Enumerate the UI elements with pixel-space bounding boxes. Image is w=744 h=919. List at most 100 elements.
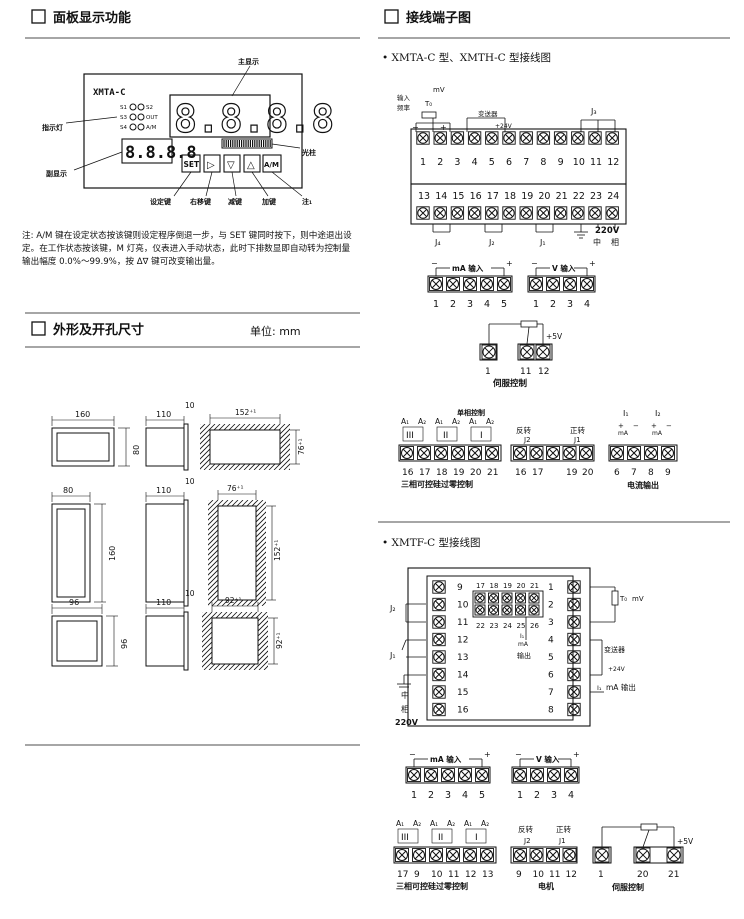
scr-a-label: A₂ [418, 417, 426, 426]
xmtf-right-term: 5 [548, 653, 554, 663]
terminal-screw-icon [432, 615, 446, 629]
terminal-screw-icon [513, 848, 527, 862]
terminal-screw-icon [567, 685, 581, 699]
terminal-screw-icon [588, 131, 602, 145]
input-terminal-number: 3 [567, 299, 573, 310]
scr-a-label: A₁ [435, 417, 443, 426]
label-transmitter: 变送器 [478, 109, 498, 118]
terminal-screw-icon [535, 344, 551, 360]
scr-terminal-number: 17 [397, 870, 408, 880]
terminal-number-top: 4 [472, 157, 478, 168]
terminal-screw-icon [644, 446, 658, 460]
terminal-screw-icon [412, 848, 426, 862]
main-display-digits: 8.8.8.8 [174, 97, 334, 141]
scr-a-label: A₂ [486, 417, 494, 426]
terminal-screw-icon [416, 206, 430, 220]
label-set-key: 设定键 [150, 197, 171, 206]
sign-minus: − [531, 259, 538, 268]
input-terminal-number: 4 [568, 790, 574, 801]
ind-s1: S1 [120, 105, 127, 111]
sign-minus: − [633, 422, 639, 430]
dim-thickness: 10 [185, 589, 195, 598]
terminal-screw-icon [594, 847, 610, 863]
terminal-screw-icon [571, 131, 585, 145]
terminal-screw-icon [536, 131, 551, 145]
scr-terminal-number: 18 [436, 468, 448, 478]
label-j1: J₁ [539, 238, 546, 247]
input-terminal-number: 2 [550, 299, 556, 310]
scr-terminal-number: 13 [482, 870, 493, 880]
xmtf-motor-term: 9 [516, 870, 522, 880]
terminal-screw-icon [497, 277, 511, 291]
terminal-screw-icon [474, 592, 486, 604]
terminal-screw-icon [635, 847, 651, 863]
terminal-number-bottom: 23 [590, 191, 602, 202]
terminal-screw-icon [513, 768, 527, 782]
scr-terminal-number: 21 [487, 468, 498, 478]
scr-terminal-number: 16 [402, 468, 414, 478]
terminal-screw-icon [481, 344, 497, 360]
terminal-number-top: 12 [607, 157, 619, 168]
terminal-screw-icon [450, 206, 465, 220]
motor-term: 17 [532, 468, 543, 478]
terminal-screw-icon [530, 768, 544, 782]
section-title-panel: 面板显示功能 [53, 10, 131, 26]
terminal-number-top: 10 [573, 157, 585, 168]
terminal-screw-icon [433, 206, 447, 220]
ind-s4: S4 [120, 125, 127, 131]
xmtf-i1: I₁ [597, 684, 602, 692]
xmtf-j1: J₁ [389, 651, 396, 660]
xmtf-right-term: 6 [548, 671, 554, 681]
terminal-screw-icon [485, 131, 499, 145]
terminal-screw-icon [610, 446, 624, 460]
xmtf-ma-small: mA [518, 641, 529, 648]
dim-cutout-height: 76⁺¹ [297, 438, 306, 455]
input-label: mA 输入 [430, 754, 462, 764]
dim-cutout-width: 76⁺¹ [227, 484, 244, 493]
terminal-screw-icon [519, 131, 533, 145]
terminal-screw-icon [488, 592, 499, 604]
terminal-screw-icon [564, 768, 578, 782]
checkbox-icon [31, 9, 46, 24]
xmtf-right-term: 8 [548, 706, 554, 716]
section-panel-header: 面板显示功能 [25, 9, 360, 39]
panel-diagram: XMTA-C 8.8.8.8 S1 S2 S3 OUT S4 A/M 8.8.8… [42, 57, 335, 206]
dim-front-width: 96 [69, 598, 79, 607]
terminal-screw-icon [429, 277, 443, 291]
scr-a-label: A₁ [401, 417, 409, 426]
input-terminal-number: 2 [450, 299, 456, 310]
dim-front-width: 160 [75, 410, 90, 419]
terminal-screw-icon [666, 847, 682, 863]
label-bar: 光柱 [301, 148, 316, 157]
terminal-number-bottom: 17 [487, 191, 499, 202]
xmtf-left-term: 11 [457, 618, 468, 628]
sign-minus: − [666, 422, 672, 430]
xmtf-left-term: 12 [457, 636, 468, 646]
scr-terminal-number: 9 [414, 870, 420, 880]
terminal-screw-icon [467, 131, 482, 145]
label-plus24: +24V [495, 123, 513, 130]
motor-fwd: 正转 [570, 425, 585, 435]
input-terminal-number: 2 [428, 790, 434, 801]
checkbox-icon [384, 9, 399, 24]
label-freq: 频率 [397, 103, 411, 112]
section-dim-header: 外形及开孔尺寸 [25, 312, 360, 348]
svg-text:▽: ▽ [227, 160, 235, 171]
dim-front-height: 80 [132, 445, 141, 455]
xmtf-motor-label: 电机 [538, 881, 554, 891]
current-term: 7 [631, 468, 637, 478]
input-label: mA 输入 [452, 263, 484, 273]
xmtf-motor-term: 10 [533, 870, 545, 880]
xmtf-out: 输出 [517, 651, 531, 660]
motor-term: 20 [582, 468, 594, 478]
wiring-a-title: • XMTA-C 型、XMTH-C 型接线图 [382, 51, 551, 64]
terminal-number-top: 9 [558, 157, 564, 168]
terminal-screw-icon [588, 206, 602, 220]
terminal-screw-icon [450, 131, 465, 145]
scr-a-label: A₂ [413, 819, 421, 828]
current-term: 8 [648, 468, 654, 478]
terminal-screw-icon [563, 277, 577, 291]
label-inc-key: 加键 [261, 197, 276, 206]
scr-a-label: A₁ [464, 819, 472, 828]
